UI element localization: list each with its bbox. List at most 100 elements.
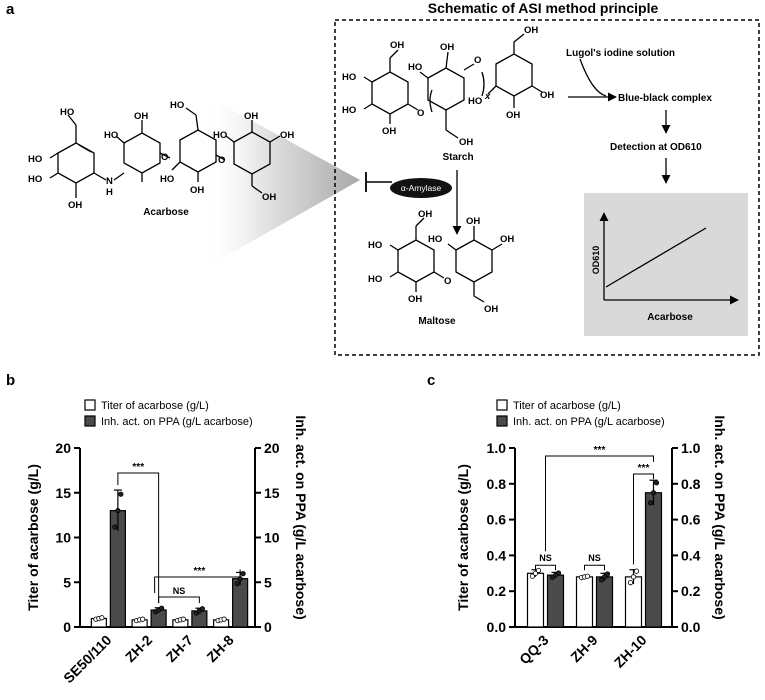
svg-text:HO: HO <box>342 72 356 83</box>
svg-text:HO: HO <box>368 240 382 251</box>
bar-inhibition <box>232 578 249 628</box>
starch-structure <box>363 33 543 139</box>
x-tick-label: SE50/110 <box>60 632 114 686</box>
replicate-point <box>653 480 660 486</box>
right-y-tick-label: 0.0 <box>681 619 701 635</box>
svg-text:OH: OH <box>466 216 480 227</box>
replicate-point <box>112 524 118 530</box>
svg-text:N: N <box>106 176 113 187</box>
left-y-tick-label: 0.0 <box>487 619 507 635</box>
panel-a: a Schematic of ASI method principle <box>6 0 760 356</box>
x-tick-label: ZH-2 <box>122 632 155 665</box>
replicate-point <box>633 568 640 574</box>
legend-swatch <box>84 399 96 411</box>
right-y-axis-label: Inh. act. on PPA (g/L acarbose) <box>712 415 728 619</box>
starch-label: Starch <box>442 152 473 163</box>
significance-bracket <box>545 455 654 552</box>
alpha-amylase-label: α-Amylase <box>401 183 442 193</box>
right-y-tick-label: 0.4 <box>681 547 701 563</box>
left-y-tick-label: 0.2 <box>487 583 507 599</box>
replicate-point <box>555 570 562 576</box>
replicate-point <box>535 567 542 574</box>
significance-label: NS <box>173 586 186 596</box>
panel-label: b <box>6 372 15 389</box>
svg-text:HO: HO <box>408 62 422 73</box>
replicate-point <box>159 605 165 611</box>
svg-text:HO: HO <box>213 130 227 141</box>
bar-titer <box>575 576 594 628</box>
x-tick-label: ZH-9 <box>567 632 600 665</box>
maltose-structure <box>389 217 503 303</box>
svg-text:HO: HO <box>468 96 482 107</box>
replicate-point <box>234 581 240 587</box>
replicate-point <box>115 508 121 514</box>
inset-x-label: Acarbose <box>647 312 693 323</box>
left-y-axis-label: Titer of acarbose (g/L) <box>25 464 41 611</box>
svg-text:O: O <box>161 152 168 163</box>
legend-label: Titer of acarbose (g/L) <box>513 400 621 412</box>
replicate-point <box>199 606 205 612</box>
svg-text:HO: HO <box>60 107 74 118</box>
legend-swatch <box>496 399 508 411</box>
complex-label: Blue-black complex <box>618 93 712 104</box>
significance-label: *** <box>194 566 206 577</box>
svg-text:OH: OH <box>506 110 520 121</box>
acarbose-atom-labels: HO HO HO OH N H HO OH O HO HO OH O OH HO… <box>28 100 294 211</box>
bar-inhibition <box>595 576 614 628</box>
legend-label: Inh. act. on PPA (g/L acarbose) <box>101 416 253 428</box>
bar-titer <box>624 576 643 628</box>
lugol-curved-arrow <box>579 58 607 97</box>
inhibition-cone <box>205 95 360 268</box>
replicate-point <box>630 574 637 580</box>
right-y-tick-label: 0.2 <box>681 583 701 599</box>
replicate-point <box>240 571 246 577</box>
x-tick-label: QQ-3 <box>516 632 552 668</box>
right-y-tick-label: 0.8 <box>681 476 701 492</box>
svg-text:OH: OH <box>382 126 396 137</box>
right-y-tick-label: 10 <box>264 530 280 546</box>
significance-label: *** <box>132 462 144 473</box>
svg-text:HO: HO <box>28 154 42 165</box>
svg-text:HO: HO <box>368 274 382 285</box>
significance-bracket <box>154 569 241 593</box>
svg-text:OH: OH <box>418 209 432 220</box>
significance-label: NS <box>539 553 552 563</box>
x-tick-label: ZH-7 <box>163 632 196 665</box>
svg-text:HO: HO <box>342 105 356 116</box>
detection-label: Detection at OD610 <box>610 142 702 153</box>
maltose-label: Maltose <box>418 316 456 327</box>
right-y-tick-label: 1.0 <box>681 440 701 456</box>
lugol-label: Lugol's iodine solution <box>566 48 675 59</box>
x-tick-label: ZH-10 <box>611 632 650 671</box>
left-y-tick-label: 20 <box>55 440 71 456</box>
svg-text:OH: OH <box>524 25 538 36</box>
svg-text:OH: OH <box>440 42 454 53</box>
svg-text:OH: OH <box>262 192 276 203</box>
significance-bracket <box>535 564 556 571</box>
svg-text:x: x <box>484 91 491 102</box>
significance-bracket <box>158 596 200 603</box>
panel-label: c <box>427 372 435 389</box>
svg-text:OH: OH <box>540 90 554 101</box>
svg-text:O: O <box>218 155 225 166</box>
legend-label: Inh. act. on PPA (g/L acarbose) <box>513 416 665 428</box>
right-y-tick-label: 15 <box>264 485 280 501</box>
svg-text:O: O <box>417 108 424 119</box>
significance-bracket <box>584 564 605 571</box>
left-y-tick-label: 5 <box>63 574 71 590</box>
replicate-point <box>99 615 105 621</box>
bar-titer <box>526 572 545 628</box>
svg-text:OH: OH <box>190 185 204 196</box>
left-y-tick-label: 10 <box>55 530 71 546</box>
right-y-tick-label: 0.6 <box>681 512 701 528</box>
replicate-point <box>221 616 227 622</box>
legend-swatch <box>496 415 508 427</box>
replicate-point <box>650 490 657 496</box>
significance-label: *** <box>594 445 606 456</box>
right-y-axis-label: Inh. act. on PPA (g/L acarbose) <box>293 415 309 619</box>
replicate-point <box>647 500 654 506</box>
svg-text:H: H <box>106 187 113 198</box>
